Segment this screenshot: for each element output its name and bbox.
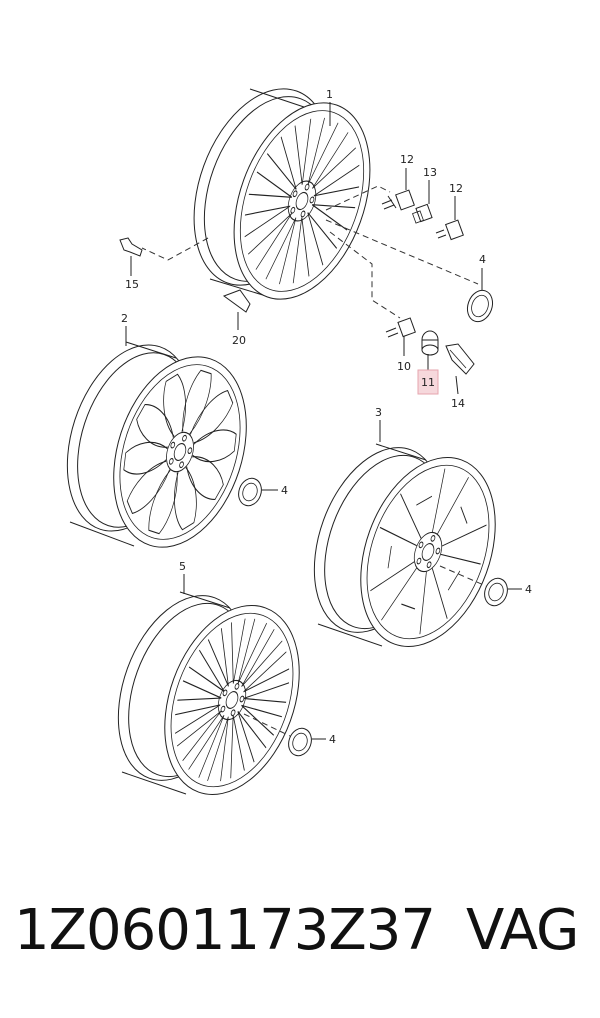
center-cap-4-w5 xyxy=(288,727,312,757)
callout-4d: 4 xyxy=(329,733,336,746)
callout-11: 11 xyxy=(421,376,435,389)
callout-14: 14 xyxy=(451,397,465,410)
wheel-bolt-12b xyxy=(435,219,464,241)
wheel-bolt-12 xyxy=(381,189,415,211)
callout-12a: 12 xyxy=(400,153,414,166)
removal-tool-14 xyxy=(445,343,475,375)
wheel-2 xyxy=(66,341,247,548)
valve-15 xyxy=(119,237,143,257)
exploded-parts-diagram: 1 12 13 12 4 15 20 10 xyxy=(66,88,532,795)
callout-12b: 12 xyxy=(449,182,463,195)
callout-4b: 4 xyxy=(281,484,288,497)
wheel-3 xyxy=(313,443,496,647)
callout-3: 3 xyxy=(375,406,382,419)
brand-label: VAG xyxy=(466,898,579,963)
highlight-box-11 xyxy=(417,369,439,395)
callout-10: 10 xyxy=(397,360,411,373)
center-cap-4-w2 xyxy=(238,477,262,507)
callout-1: 1 xyxy=(326,88,333,101)
wheel-5 xyxy=(117,591,300,795)
callout-13: 13 xyxy=(423,166,437,179)
balance-weight-20 xyxy=(222,289,251,313)
callout-15: 15 xyxy=(125,278,139,291)
callout-2: 2 xyxy=(121,312,128,325)
center-cap-4-top xyxy=(466,289,494,323)
callout-5: 5 xyxy=(179,560,186,573)
bolt-cap-11 xyxy=(421,330,439,356)
center-cap-4-w3 xyxy=(484,577,508,607)
part-number: 1Z0601173Z37 xyxy=(14,898,436,963)
anti-theft-nut-13 xyxy=(412,203,433,224)
wheel-1 xyxy=(193,88,371,300)
callout-4c: 4 xyxy=(525,583,532,596)
callout-4a: 4 xyxy=(479,253,486,266)
callout-20: 20 xyxy=(232,334,246,347)
wheel-bolt-10 xyxy=(385,317,416,338)
